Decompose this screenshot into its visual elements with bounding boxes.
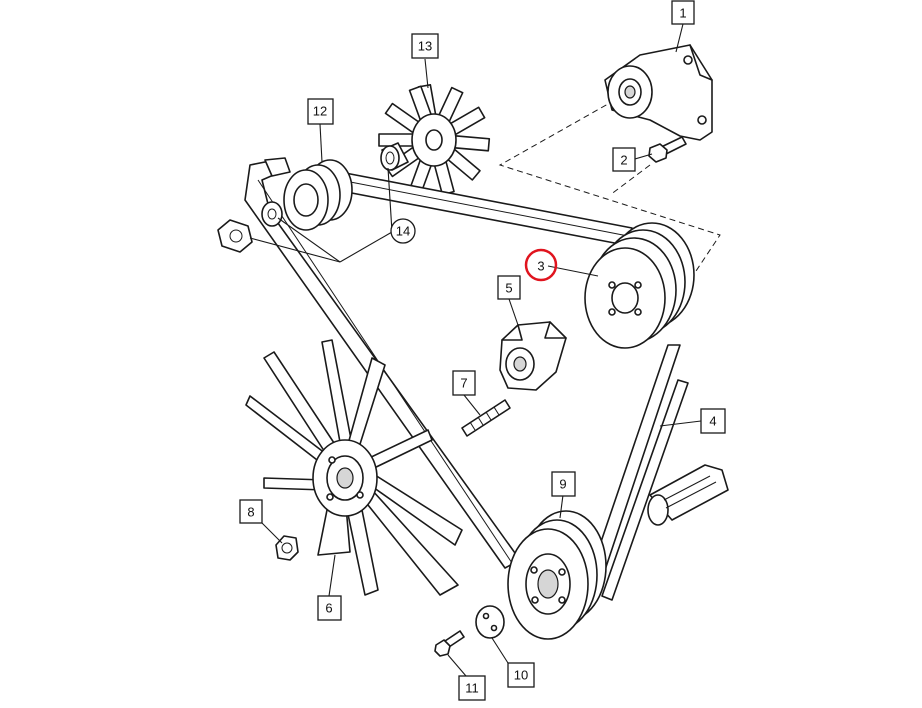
callout-10[interactable]: 10: [507, 662, 535, 688]
callout-6[interactable]: 6: [317, 595, 342, 621]
part-alternator-fan[interactable]: [378, 83, 491, 196]
callout-4-label: 4: [709, 414, 716, 429]
part-upper-belt[interactable]: [335, 171, 633, 246]
part-cooling-fan[interactable]: [245, 339, 463, 596]
callout-5[interactable]: 5: [497, 275, 521, 300]
callout-9-label: 9: [559, 477, 566, 492]
callout-6-label: 6: [325, 601, 332, 616]
callout-10-label: 10: [514, 668, 528, 683]
callout-7-label: 7: [460, 376, 467, 391]
callout-13-label: 13: [418, 39, 432, 54]
leader-lines: [249, 23, 702, 677]
callout-11-label: 11: [465, 681, 479, 696]
part-washer-plate[interactable]: [475, 605, 505, 639]
callout-9[interactable]: 9: [551, 471, 576, 497]
part-water-pump-pulley[interactable]: [584, 222, 695, 349]
callout-13[interactable]: 13: [411, 33, 439, 59]
part-mounting-bracket[interactable]: [604, 44, 713, 141]
callout-7[interactable]: 7: [452, 370, 476, 396]
callout-2-label: 2: [620, 153, 627, 168]
part-right-belt[interactable]: [587, 344, 689, 601]
part-washer[interactable]: [261, 201, 283, 227]
callout-12[interactable]: 12: [307, 98, 334, 125]
callout-14[interactable]: 14: [390, 218, 416, 244]
part-drive-shaft[interactable]: [647, 464, 729, 526]
callout-8-label: 8: [247, 505, 254, 520]
callout-5-label: 5: [505, 281, 512, 296]
callout-1[interactable]: 1: [671, 0, 695, 25]
callout-14-label: 14: [396, 224, 410, 239]
callout-12-label: 12: [313, 104, 327, 119]
callout-3[interactable]: 3: [524, 248, 558, 282]
part-alternator-pulley[interactable]: [283, 159, 353, 231]
part-spacer-block[interactable]: [499, 321, 567, 391]
callout-3-label: 3: [537, 259, 544, 274]
highlight-circle: [524, 248, 558, 282]
callout-11[interactable]: 11: [458, 675, 486, 701]
part-spacer-ring[interactable]: [380, 142, 409, 171]
part-pulley-bolt[interactable]: [434, 630, 465, 657]
callout-8[interactable]: 8: [239, 499, 263, 524]
callout-1-label: 1: [679, 6, 686, 21]
part-nut[interactable]: [217, 219, 253, 253]
dashed-reference-lines: [498, 99, 721, 281]
callout-2[interactable]: 2: [612, 147, 636, 172]
part-bracket-bolt[interactable]: [648, 136, 687, 163]
callout-4[interactable]: 4: [700, 408, 726, 434]
part-stud[interactable]: [461, 399, 511, 437]
part-crankshaft-pulley[interactable]: [507, 510, 607, 640]
